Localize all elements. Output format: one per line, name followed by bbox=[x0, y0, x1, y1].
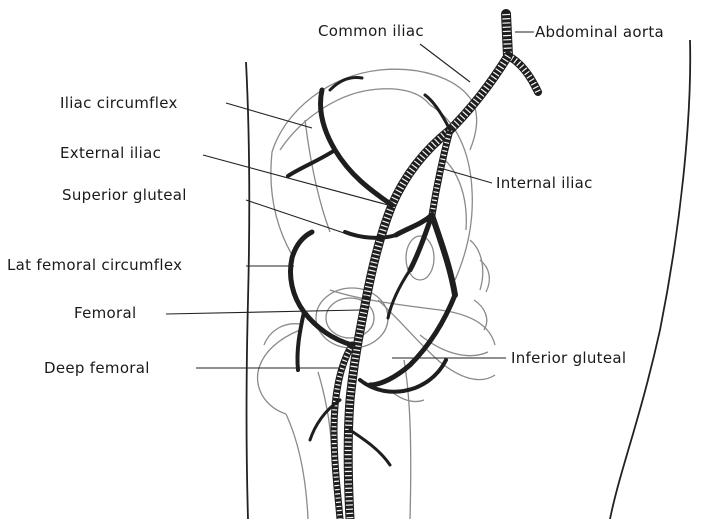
label-abdominal-aorta: Abdominal aorta bbox=[535, 23, 664, 41]
leader-internal-iliac bbox=[440, 168, 492, 183]
label-inferior-gluteal: Inferior gluteal bbox=[511, 349, 626, 367]
arteries bbox=[288, 14, 538, 519]
leader-iliac-circumflex bbox=[226, 103, 312, 128]
leader-superior-gluteal bbox=[246, 200, 350, 235]
leader-common-iliac bbox=[420, 44, 470, 82]
label-lat-femoral-circumflex: Lat femoral circumflex bbox=[7, 256, 182, 274]
label-internal-iliac: Internal iliac bbox=[496, 174, 593, 192]
leader-femoral bbox=[166, 310, 360, 314]
label-femoral: Femoral bbox=[74, 304, 136, 322]
leader-lines bbox=[166, 32, 534, 368]
superior-gluteal-vessel bbox=[345, 232, 396, 238]
label-external-iliac: External iliac bbox=[60, 144, 161, 162]
label-iliac-circumflex: Iliac circumflex bbox=[60, 94, 178, 112]
iliac-circumflex-vessel bbox=[321, 90, 392, 205]
labels: Common iliac Abdominal aorta Iliac circu… bbox=[7, 22, 664, 377]
label-common-iliac: Common iliac bbox=[318, 22, 424, 40]
label-superior-gluteal: Superior gluteal bbox=[62, 186, 187, 204]
inferior-gluteal-vessel bbox=[370, 295, 455, 385]
label-deep-femoral: Deep femoral bbox=[44, 359, 150, 377]
